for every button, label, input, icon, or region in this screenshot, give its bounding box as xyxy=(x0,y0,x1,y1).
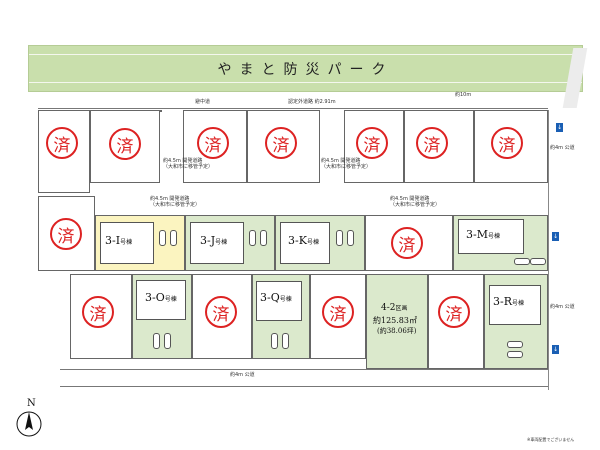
bottom-road-line xyxy=(60,369,548,370)
lot-3-K-suffix: 号棟 xyxy=(306,239,319,246)
dev-road-sub-center: （大和市に移管予定） xyxy=(321,164,372,170)
lot-3-Q-name: 3-Q xyxy=(260,291,280,304)
lot-3-J-name: 3-J xyxy=(200,234,216,247)
road-label-top-center: 認定外道路 約2.91m xyxy=(288,99,336,105)
park-road-label: 約10m xyxy=(455,92,472,98)
lot-3-R-name: 3-R xyxy=(493,295,512,308)
sold-mark: 済 xyxy=(109,128,141,160)
sold-mark: 済 xyxy=(50,218,82,250)
sold-mark: 済 xyxy=(82,296,114,328)
dev-road-sub-mid: （大和市に移管予定） xyxy=(150,202,201,208)
dev-road-label-mid: 約4.5m 開発道路 xyxy=(150,196,190,202)
dev-road-label-center: 約4.5m 開発道路 xyxy=(321,158,361,164)
lot-4-2-area-tsubo: (約38.06坪) xyxy=(377,327,417,335)
lot-3-R-suffix: 号棟 xyxy=(512,300,525,307)
sold-mark: 済 xyxy=(46,127,78,159)
lot-3-Q-suffix: 号棟 xyxy=(279,296,292,303)
road-label-top-left: 避中道 xyxy=(195,99,211,105)
park-name: やまと防災パーク xyxy=(217,62,394,78)
dev-road-sub-left: （大和市に移管予定） xyxy=(163,164,214,170)
sold-mark: 済 xyxy=(438,296,470,328)
one-way-arrow-icon: ↓ xyxy=(552,345,559,354)
lot-3-O-suffix: 号棟 xyxy=(164,296,177,303)
lot-3-I[interactable]: 3-I号棟 xyxy=(95,215,185,271)
lot-4-2-name: 4-2 xyxy=(381,303,396,313)
dev-road-label-right: 約4.5m 開発道路 xyxy=(390,196,430,202)
lot-4-2[interactable]: 4-2区画 約125.83㎡ (約38.06坪) xyxy=(366,274,428,369)
compass: N xyxy=(15,398,43,438)
road-label-bottom: 約4m 公道 xyxy=(230,372,255,378)
sold-mark: 済 xyxy=(356,127,388,159)
lot-3-M-suffix: 号棟 xyxy=(487,233,500,240)
lot-3-J-suffix: 号棟 xyxy=(215,239,228,246)
sold-mark: 済 xyxy=(205,296,237,328)
dev-road-sub-right: （大和市に移管予定） xyxy=(390,202,441,208)
lot-4-2-suffix: 区画 xyxy=(395,305,408,312)
sold-mark: 済 xyxy=(416,127,448,159)
road-label-right-lower: 約4m 公道 xyxy=(550,304,575,310)
lot-3-K-name: 3-K xyxy=(288,234,307,247)
lot-3-R[interactable]: 3-R号棟 xyxy=(484,274,548,369)
compass-north-label: N xyxy=(27,398,36,409)
sold-mark: 済 xyxy=(491,127,523,159)
road-label-right-upper: 約4m 公道 xyxy=(550,145,575,151)
compass-arrow-icon xyxy=(16,411,42,437)
right-road-edge xyxy=(548,110,549,390)
sold-mark: 済 xyxy=(322,296,354,328)
lot-4-2-area-m2: 約125.83㎡ xyxy=(373,316,417,325)
lot-3-K[interactable]: 3-K号棟 xyxy=(275,215,365,271)
lot-3-O-name: 3-O xyxy=(145,291,165,304)
yamato-disaster-park: やまと防災パーク xyxy=(28,45,583,92)
one-way-arrow-icon: ↓ xyxy=(552,232,559,241)
dev-road-label-left: 約4.5m 開発道路 xyxy=(163,158,203,164)
lot-3-Q[interactable]: 3-Q号棟 xyxy=(252,274,310,359)
lot-3-J[interactable]: 3-J号棟 xyxy=(185,215,275,271)
lot-3-M-name: 3-M xyxy=(466,228,488,241)
footnote: ※車両配置でございません xyxy=(527,437,575,442)
lot-3-I-suffix: 号棟 xyxy=(120,239,133,246)
sold-mark: 済 xyxy=(197,127,229,159)
one-way-arrow-icon: ↓ xyxy=(556,123,563,132)
sold-mark: 済 xyxy=(265,127,297,159)
lot-3-O[interactable]: 3-O号棟 xyxy=(132,274,192,359)
sold-mark: 済 xyxy=(391,227,423,259)
lot-3-I-name: 3-I xyxy=(105,234,121,247)
lot-3-M[interactable]: 3-M号棟 xyxy=(453,215,548,271)
top-road-line xyxy=(38,108,548,109)
